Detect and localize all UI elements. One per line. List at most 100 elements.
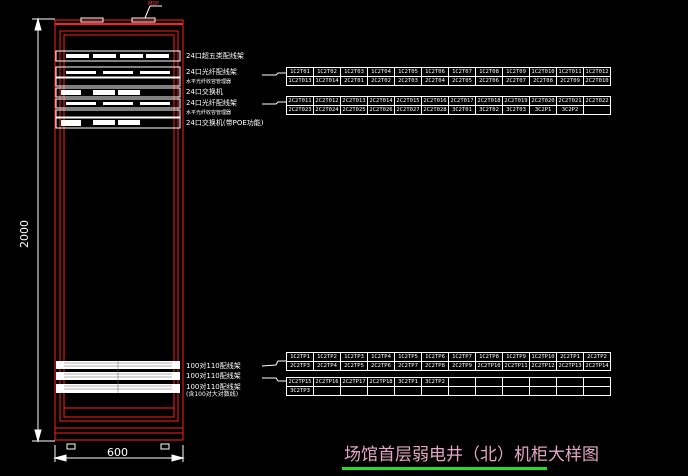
voice-panel-label: 100对110配线架 bbox=[186, 383, 241, 391]
drawing-title: 场馆首层弱电井（北）机柜大样图 bbox=[344, 445, 599, 465]
table-cell: 2C2TP16 bbox=[314, 378, 341, 387]
table-cell: 2C2T028 bbox=[422, 106, 449, 115]
width-dimension-line bbox=[53, 445, 185, 462]
table-cell bbox=[449, 387, 476, 396]
table-cell: 2C2TP12 bbox=[530, 362, 557, 371]
table-cell bbox=[557, 378, 584, 387]
table-cell: 2C2T02 bbox=[368, 77, 395, 86]
table-cell: 1C2TP2 bbox=[314, 353, 341, 362]
table-cell: 3C2TP1 bbox=[395, 378, 422, 387]
table-cell: 1C2T012 bbox=[584, 68, 611, 77]
table-cell: 2C2T07 bbox=[503, 77, 530, 86]
table-cell: 1C2TP1 bbox=[287, 353, 314, 362]
equipment-label: 24口交换机 bbox=[186, 88, 223, 96]
height-dimension-text: 2000 bbox=[18, 220, 31, 248]
table-cell bbox=[584, 106, 611, 115]
table-cell: 2C2T06 bbox=[476, 77, 503, 86]
table-cell: 2C2T022 bbox=[584, 97, 611, 106]
table-cell: 1C2TP10 bbox=[530, 353, 557, 362]
table-cell: 1C2T06 bbox=[422, 68, 449, 77]
table-cell: 2C2TP4 bbox=[314, 362, 341, 371]
table-cell: 1C2T09 bbox=[503, 68, 530, 77]
width-dimension-text: 600 bbox=[107, 446, 128, 459]
table-cell: 2C2TP3 bbox=[287, 362, 314, 371]
table-cell: 2C2T01 bbox=[341, 77, 368, 86]
table-cell: 2C2TP2 bbox=[584, 353, 611, 362]
table-cell: 2C2T027 bbox=[395, 106, 422, 115]
table-cell: 2C2T015 bbox=[395, 97, 422, 106]
table-cell: 2C2T012 bbox=[314, 97, 341, 106]
table-cell: 2C2T017 bbox=[449, 97, 476, 106]
equipment-label: 24口光纤配线架 bbox=[186, 68, 237, 76]
table-cell: 1C2TP9 bbox=[503, 353, 530, 362]
table-cell: 1C2T011 bbox=[557, 68, 584, 77]
table-cell: 1C2T010 bbox=[530, 68, 557, 77]
table-cell: 1C2TP7 bbox=[449, 353, 476, 362]
table-cell: 2C2T011 bbox=[287, 97, 314, 106]
table-cell: 2C2T013 bbox=[341, 97, 368, 106]
table-cell: 2C2T016 bbox=[422, 97, 449, 106]
table-cell: 2C2TP15 bbox=[287, 378, 314, 387]
table-cell bbox=[422, 387, 449, 396]
table-cell bbox=[584, 378, 611, 387]
table-cell: 1C2T02 bbox=[314, 68, 341, 77]
table-cell bbox=[341, 387, 368, 396]
table-cell: 1C2TP4 bbox=[368, 353, 395, 362]
table-cell: 1C2T07 bbox=[449, 68, 476, 77]
table-cell bbox=[530, 387, 557, 396]
voice-panel-label: (含100对大对数线) bbox=[186, 391, 239, 398]
table-cell: 1C2TP3 bbox=[341, 353, 368, 362]
table-cell: 2C2T08 bbox=[530, 77, 557, 86]
table-cell bbox=[584, 387, 611, 396]
table-cell: 2C2T018 bbox=[476, 97, 503, 106]
table-cell bbox=[368, 387, 395, 396]
equipment-label: 24口光纤配线架 bbox=[186, 99, 237, 107]
table-cell: 3C2TP3 bbox=[287, 387, 314, 396]
table-cell bbox=[503, 378, 530, 387]
table-cell: 2C2T014 bbox=[368, 97, 395, 106]
table-cell: 3C2T03 bbox=[503, 106, 530, 115]
table-cell: 2C2TP6 bbox=[368, 362, 395, 371]
table-cell: 2C2TP17 bbox=[341, 378, 368, 387]
table-cell: 2C2T023 bbox=[287, 106, 314, 115]
table-cell: 2C2T021 bbox=[557, 97, 584, 106]
table-cell: 3C2TP2 bbox=[422, 378, 449, 387]
table-cell: 2C2TP5 bbox=[341, 362, 368, 371]
table-cell: 3C2P2 bbox=[557, 106, 584, 115]
table-cell: 2C2T04 bbox=[422, 77, 449, 86]
table-cell: 2C2TP7 bbox=[395, 362, 422, 371]
equipment-panels bbox=[55, 50, 181, 129]
table-cell bbox=[503, 387, 530, 396]
voice-panel-label: 100对110配线架 bbox=[186, 372, 241, 380]
table-cell bbox=[476, 387, 503, 396]
table-cell: 2C2T026 bbox=[368, 106, 395, 115]
table-cell: 3C2T01 bbox=[449, 106, 476, 115]
table-cell: 2C2T010 bbox=[584, 77, 611, 86]
table-cell bbox=[530, 378, 557, 387]
table-cell: 2C2T09 bbox=[557, 77, 584, 86]
table-cell: 1C2T013 bbox=[287, 77, 314, 86]
table-cell: 2C2TP18 bbox=[368, 378, 395, 387]
table-cell: 1C2T03 bbox=[341, 68, 368, 77]
table-cell: 1C2TP5 bbox=[395, 353, 422, 362]
table-cell: 1C2T01 bbox=[287, 68, 314, 77]
table-cell: 2C2T020 bbox=[530, 97, 557, 106]
cabinet-top-vents bbox=[66, 5, 170, 450]
voice-panel-label: 100对110配线架 bbox=[186, 362, 241, 370]
table-cell bbox=[476, 378, 503, 387]
table-cell bbox=[395, 387, 422, 396]
equipment-label: 水平光纤收容管理器 bbox=[186, 79, 232, 85]
equipment-label: 24口超五类配线架 bbox=[186, 52, 244, 60]
cabinet-frame bbox=[54, 19, 184, 441]
table-cell: 1C2T05 bbox=[395, 68, 422, 77]
table-cell: 1C2T04 bbox=[368, 68, 395, 77]
table-cell: 3C2P1 bbox=[530, 106, 557, 115]
voice-patch-panels bbox=[56, 361, 180, 393]
table-cell: 1C2TP6 bbox=[422, 353, 449, 362]
top-tag: MDF bbox=[148, 1, 160, 7]
table-cell bbox=[449, 378, 476, 387]
